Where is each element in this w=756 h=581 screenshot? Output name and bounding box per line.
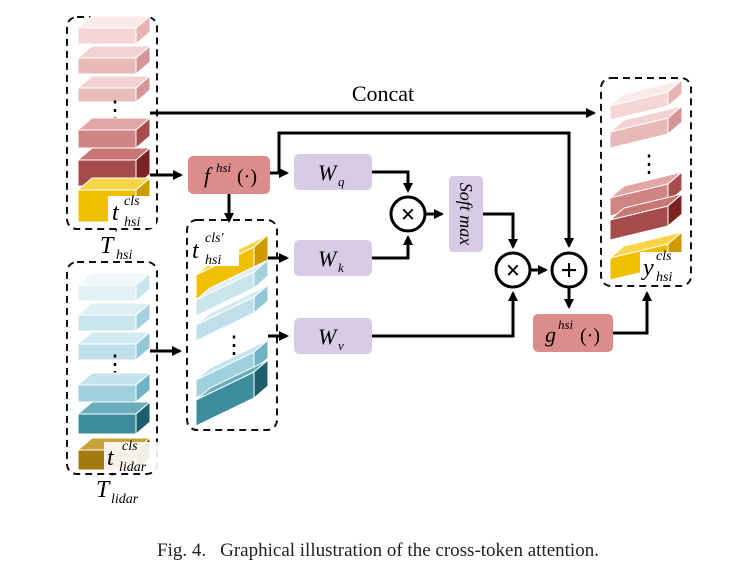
w-k-box: W k — [294, 240, 372, 276]
output-token-group-box — [600, 77, 692, 287]
t-lidar-cls-label: t cls lidar — [104, 439, 158, 475]
multiply-operator-1: × — [389, 195, 427, 233]
lidar-token-light-3 — [76, 330, 152, 362]
svg-text:cls': cls' — [205, 231, 225, 246]
svg-text:t: t — [192, 238, 200, 264]
svg-text:hsi: hsi — [558, 317, 574, 332]
add-operator: + — [550, 251, 588, 289]
svg-text:Soft max: Soft max — [456, 183, 476, 246]
svg-text:T: T — [96, 477, 111, 503]
mixed-token-light-2 — [195, 283, 269, 342]
f-hsi-box: f hsi (·) — [188, 156, 270, 194]
wq-to-mult1 — [372, 170, 413, 193]
hsi-token-stack: ⋮ — [76, 14, 152, 224]
svg-text:T: T — [100, 233, 115, 259]
svg-text:v: v — [338, 338, 344, 353]
svg-text:hsi: hsi — [656, 270, 672, 285]
svg-text:q: q — [338, 174, 345, 189]
svg-text:k: k — [338, 260, 344, 275]
mixed-token-light — [195, 258, 269, 317]
hsi-token-light-2 — [76, 44, 152, 76]
concat-label: Concat — [352, 81, 414, 106]
mixed-token-dark — [195, 358, 269, 427]
connections — [150, 108, 652, 356]
caption-text: Graphical illustration of the cross-toke… — [220, 540, 599, 561]
svg-text:lidar: lidar — [119, 460, 147, 475]
y-hsi-cls-label: y cls hsi — [640, 249, 686, 285]
svg-text:+: + — [560, 254, 577, 287]
lidar-token-mid — [76, 371, 152, 404]
lidar-token-dark — [76, 400, 152, 436]
wv-to-mult2 — [372, 291, 518, 338]
T-lidar-label: T ' lidar — [96, 471, 139, 507]
multiply-operator-2: × — [494, 251, 532, 289]
output-token-light-2 — [609, 104, 683, 149]
svg-text:': ' — [114, 227, 118, 242]
mixed-token-group-box — [186, 219, 278, 431]
svg-text:y: y — [641, 255, 654, 281]
hsi-token-light — [76, 14, 152, 46]
svg-text:W: W — [318, 246, 338, 271]
g-hsi-box: g hsi (·) — [533, 314, 613, 352]
hsi-token-group-box — [66, 16, 158, 230]
lidar-token-group-box — [66, 261, 158, 475]
svg-text:(·): (·) — [580, 325, 600, 347]
hsi-token-light-3 — [76, 74, 152, 104]
svg-text:hsi: hsi — [216, 160, 232, 175]
T-hsi-label: T ' hsi — [100, 227, 132, 263]
t-hsi-cls-prime-label: t cls' hsi — [189, 231, 239, 268]
softmax-to-mult2 — [483, 212, 518, 249]
t-hsi-cls-label: t cls hsi — [108, 194, 156, 230]
lidar-token-light-2 — [76, 301, 152, 333]
w-v-box: W v — [294, 318, 372, 354]
svg-text:g: g — [545, 322, 556, 347]
svg-text:cls: cls — [124, 194, 140, 209]
lidar-token-stack: ⋮ — [76, 271, 152, 472]
figure-caption: Fig. 4. Graphical illustration of the cro… — [0, 540, 756, 562]
caption-label: Fig. 4. — [157, 540, 207, 561]
svg-text:f: f — [204, 163, 213, 188]
w-q-box: W q — [294, 154, 372, 190]
svg-text:hsi: hsi — [116, 248, 132, 263]
svg-text:hsi: hsi — [124, 215, 140, 230]
svg-text:W: W — [318, 324, 338, 349]
svg-text:×: × — [401, 200, 416, 229]
g-to-output — [613, 291, 652, 335]
svg-text:W: W — [318, 160, 338, 185]
output-token-dark — [609, 192, 683, 241]
svg-text:(·): (·) — [237, 166, 257, 188]
svg-text:×: × — [506, 256, 521, 285]
output-ellipsis: ⋮ — [637, 152, 661, 178]
lidar-token-light — [76, 271, 152, 303]
svg-text:cls: cls — [656, 249, 672, 264]
wk-to-mult1 — [372, 235, 413, 260]
f-to-add-arrow — [277, 131, 574, 248]
svg-text:cls: cls — [122, 439, 138, 454]
svg-text:lidar: lidar — [111, 492, 139, 507]
hsi-token-mid — [76, 116, 152, 150]
svg-text:hsi: hsi — [205, 253, 221, 268]
output-token-light — [609, 78, 683, 121]
svg-text:t: t — [107, 445, 115, 471]
svg-text:t: t — [112, 200, 120, 226]
softmax-box: Soft max — [449, 176, 483, 252]
svg-text:': ' — [110, 471, 114, 486]
